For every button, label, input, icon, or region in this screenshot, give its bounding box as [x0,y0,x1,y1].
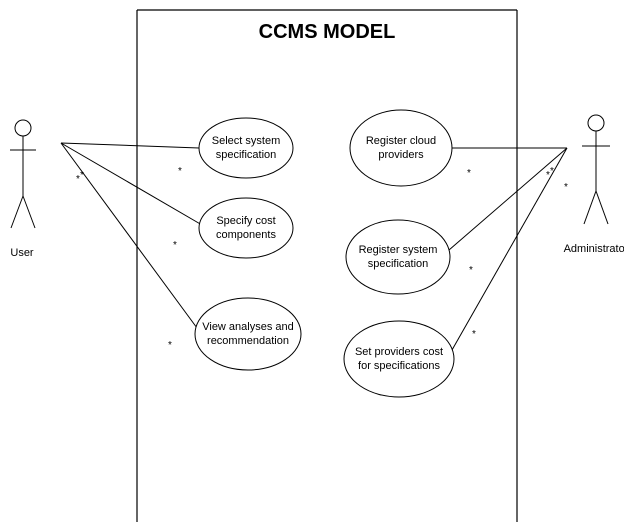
use-case-label: for specifications [358,360,440,372]
use-case-label: recommendation [207,335,289,347]
use-case-label: specification [368,258,429,270]
assoc-user-view-analyses [60,142,198,329]
assoc-admin-set-cost [451,147,568,351]
use-case-label: Set providers cost [355,346,443,358]
actor-user[interactable] [10,119,36,229]
multiplicity-star: * [76,174,80,185]
multiplicity-star: * [564,182,568,193]
use-case-label: Register system [359,244,438,256]
use-case-register-cloud[interactable]: Register cloud providers [349,109,453,187]
actor-user-label: User [10,247,34,259]
multiplicity-star: * [472,329,476,340]
assoc-admin-register-spec [448,147,568,251]
use-case-label: View analyses and [202,321,294,333]
use-case-specify-cost[interactable]: Specify cost components [198,197,294,259]
assoc-user-specify-cost [60,142,203,226]
system-boundary [136,9,518,522]
multiplicity-star: * [550,166,554,177]
use-case-label: specification [216,149,277,161]
system-title: CCMS MODEL [259,21,396,43]
multiplicity-star: * [467,168,471,179]
actor-administrator-label: Administrator [564,243,624,255]
admin-associations [448,147,568,351]
use-case-label: providers [378,149,424,161]
multiplicity-star: * [168,340,172,351]
user-associations [60,142,203,329]
assoc-user-select-spec [60,142,200,149]
use-case-set-cost[interactable]: Set providers cost for specifications [343,320,455,398]
actor-head-icon [14,119,32,137]
multiplicity-star: * [178,166,182,177]
multiplicity-star: * [173,240,177,251]
actor-head-icon [587,114,605,132]
use-case-label: Specify cost [216,215,275,227]
use-case-select-spec[interactable]: Select system specification [198,117,294,179]
use-case-view-analyses[interactable]: View analyses and recommendation [194,297,302,371]
multiplicity-star: * [80,170,84,181]
multiplicity-markers: * * * * * * * * * * * [76,166,568,351]
multiplicity-star: * [546,170,550,181]
use-case-register-spec[interactable]: Register system specification [345,219,451,295]
actor-administrator[interactable] [582,114,610,225]
use-case-label: Register cloud [366,135,436,147]
multiplicity-star: * [469,265,473,276]
use-case-label: Select system [212,135,280,147]
use-case-label: components [216,229,276,241]
